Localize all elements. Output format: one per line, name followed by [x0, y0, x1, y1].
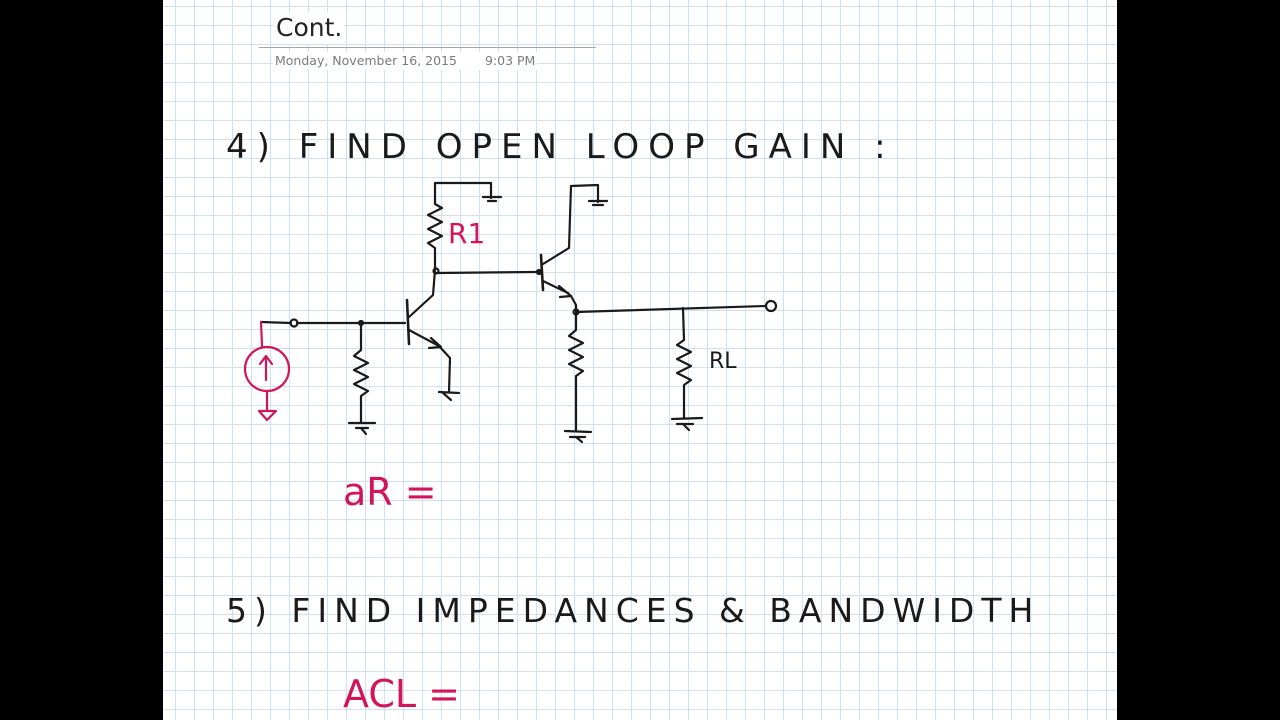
q2-emitter-arrow — [541, 279, 573, 299]
emitter-resistor-q2 — [567, 310, 585, 432]
ground-symbol-emitter-q2 — [563, 429, 593, 444]
ground-symbol-base — [347, 421, 377, 436]
step-4-heading: 4) FIND OPEN LOOP GAIN : — [226, 127, 895, 167]
ground-symbol-r1 — [481, 195, 503, 203]
q1-base-bar — [405, 298, 411, 346]
step-5-heading: 5) FIND IMPEDANCES & BANDWIDTH — [226, 591, 1040, 630]
q2-base-node — [535, 268, 543, 276]
interstage-wire — [434, 270, 539, 275]
open-loop-gain-expression: aR = — [343, 470, 437, 514]
q1-emitter-lead — [437, 344, 452, 394]
notebook-page: Cont. Monday, November 16, 2015 9:03 PM 4… — [163, 0, 1117, 720]
load-resistor — [675, 306, 693, 420]
load-resistor-label: RL — [709, 349, 737, 374]
page-time: 9:03 PM — [484, 53, 536, 68]
resistor-r1-label: R1 — [448, 217, 485, 250]
page-timestamp: Monday, November 16, 2015 9:03 PM — [273, 52, 538, 70]
output-terminal — [764, 299, 778, 313]
page-title[interactable]: Cont. — [274, 12, 345, 44]
ground-symbol-source — [257, 409, 278, 422]
ground-symbol-q2 — [587, 199, 609, 207]
input-lead — [259, 320, 293, 325]
title-underline — [259, 47, 596, 48]
ground-symbol-emitter — [437, 390, 461, 402]
resistor-r1 — [426, 181, 493, 272]
output-wire — [574, 304, 767, 314]
source-top-lead — [259, 320, 264, 348]
q1-collector — [407, 268, 437, 319]
q1-emitter-arrow — [407, 328, 443, 350]
page-date: Monday, November 16, 2015 — [275, 53, 457, 68]
q2-collector — [541, 183, 600, 266]
closed-loop-gain-expression: ACL = — [343, 672, 460, 716]
base-resistor — [352, 321, 370, 424]
current-source-arrow-icon — [258, 354, 274, 382]
q2-base-bar — [539, 253, 545, 292]
handwritten-ink: 4) FIND OPEN LOOP GAIN : — [226, 127, 1040, 716]
ground-symbol-load — [670, 416, 704, 432]
